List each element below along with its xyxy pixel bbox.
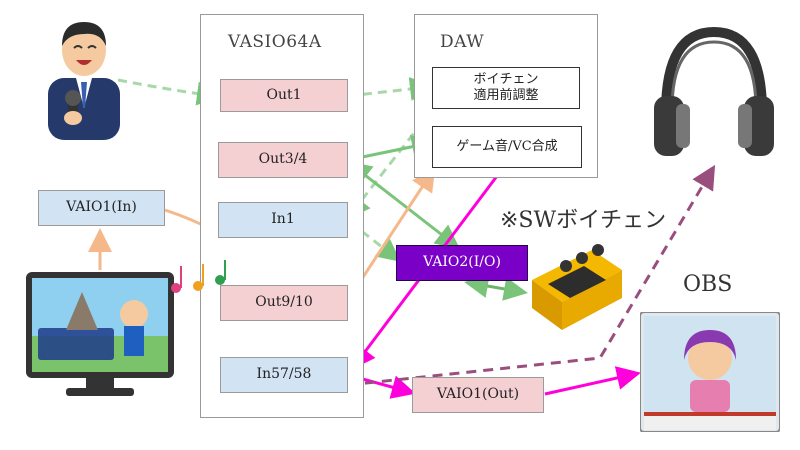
wire-in1-vaio2 — [349, 220, 401, 262]
wire-mic-out1 — [117, 78, 221, 106]
wire-in5758-headphones — [347, 164, 716, 387]
wire-daw-vaio2 — [347, 161, 460, 249]
vaio1-in[interactable]: VAIO1(In) — [38, 190, 165, 226]
daw-game-vc-mix[interactable]: ゲーム音/VC合成 — [432, 126, 582, 168]
sw-voice-changer-label: ※SWボイチェン — [500, 208, 667, 233]
wire-vaio2-pedal — [464, 274, 528, 301]
game-monitor-icon — [26, 272, 174, 396]
wire-vaio1out-obs — [544, 366, 641, 396]
vasio-title: VASIO64A — [228, 32, 322, 52]
port-out34[interactable]: Out3/4 — [218, 142, 348, 178]
effects-pedal-icon — [532, 244, 622, 330]
vaio2-io[interactable]: VAIO2(I/O) — [396, 245, 528, 281]
headphones-icon — [654, 26, 774, 156]
daw-voice-changer-precheck[interactable]: ボイチェン 適用前調整 — [432, 67, 580, 109]
music-notes-icon — [171, 260, 226, 293]
daw-box1-line1: ボイチェン — [473, 71, 539, 87]
vaio1-out[interactable]: VAIO1(Out) — [412, 377, 544, 413]
port-in1[interactable]: In1 — [218, 202, 348, 238]
daw-title: DAW — [440, 32, 485, 52]
obs-stream-screen-icon — [640, 312, 780, 432]
streamer-with-mic-icon — [48, 22, 120, 140]
port-in5758[interactable]: In57/58 — [220, 357, 348, 393]
daw-box1-line2: 適用前調整 — [473, 88, 539, 103]
port-out1[interactable]: Out1 — [220, 79, 348, 112]
obs-label: OBS — [683, 272, 733, 297]
port-out910[interactable]: Out9/10 — [220, 285, 348, 321]
